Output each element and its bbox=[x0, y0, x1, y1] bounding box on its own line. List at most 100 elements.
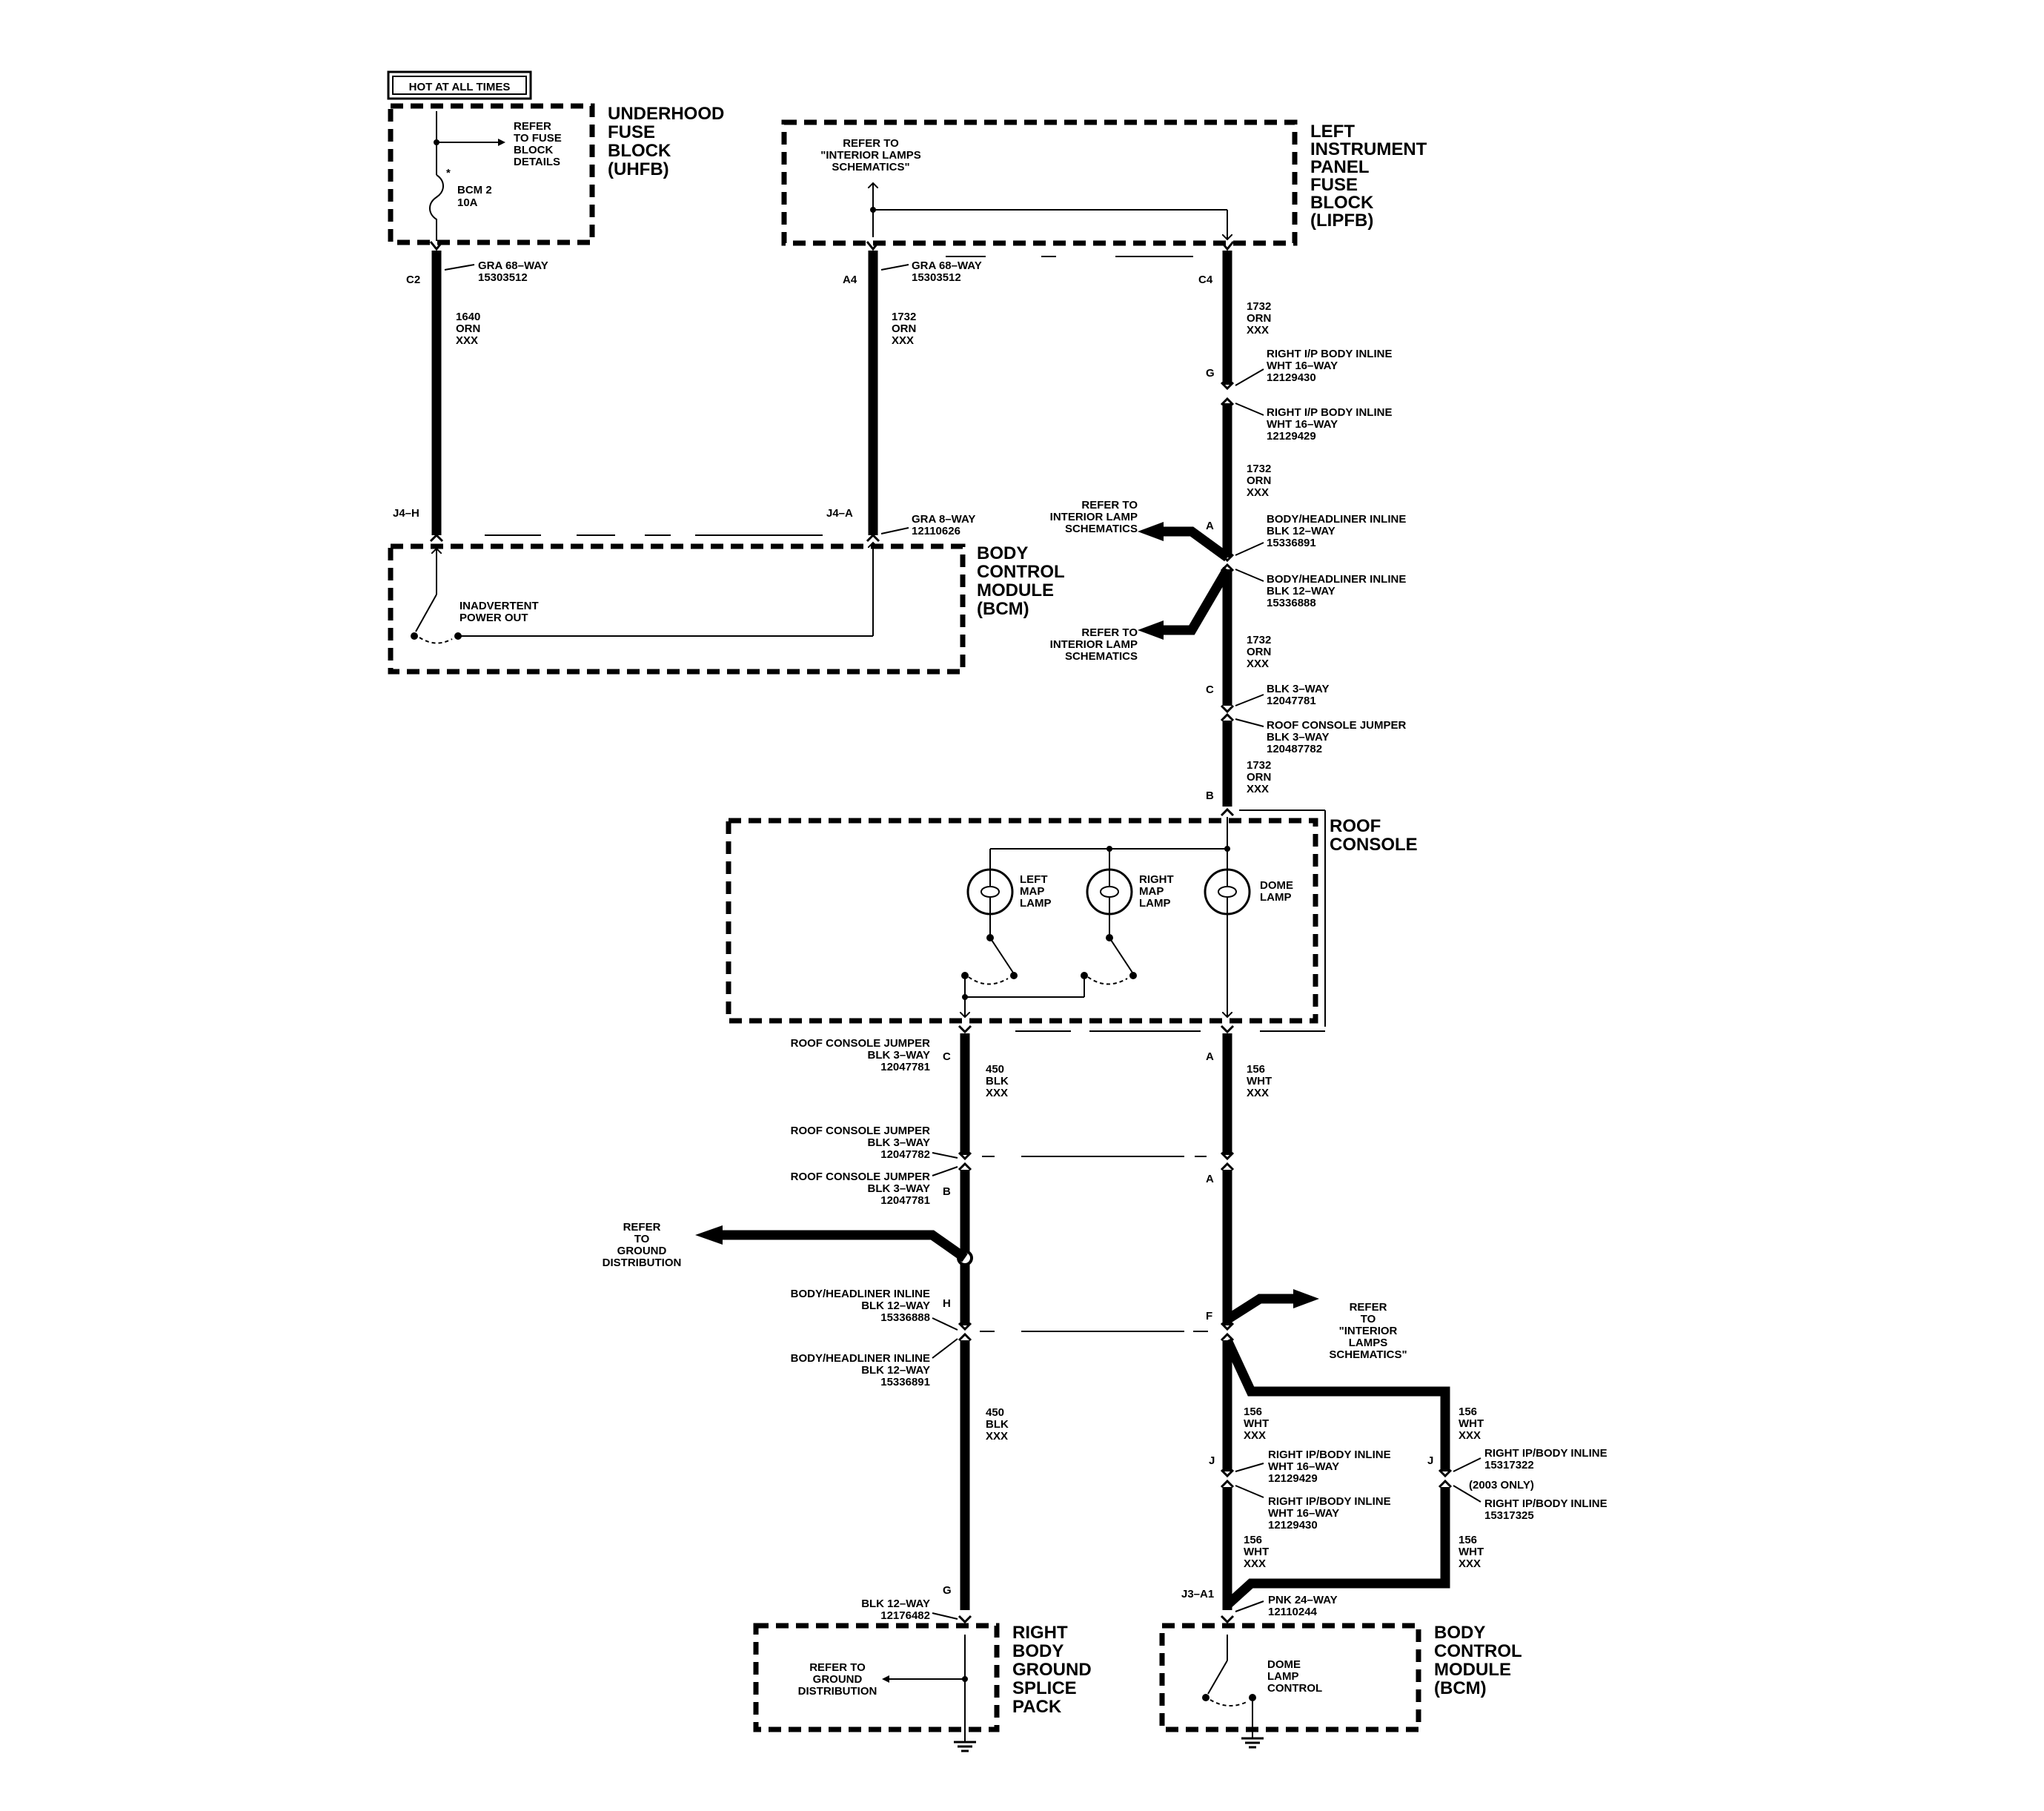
connector-label: 120487782 bbox=[1267, 743, 1322, 755]
wire-1732-color: ORN bbox=[892, 322, 916, 335]
switch-label: CONTROL bbox=[1267, 1682, 1322, 1695]
switch-blade bbox=[989, 937, 1014, 973]
connector-label: WHT 16–WAY bbox=[1267, 360, 1338, 372]
refer-line: SCHEMATICS bbox=[1065, 650, 1138, 663]
pin-a: A bbox=[1206, 1173, 1214, 1185]
bcm-bottom-title-line: MODULE bbox=[1434, 1660, 1511, 1680]
hot-at-all-times-label: HOT AT ALL TIMES bbox=[387, 70, 532, 100]
leader bbox=[1453, 1457, 1481, 1472]
connector-label: BODY/HEADLINER INLINE bbox=[1267, 573, 1406, 586]
connector-label: BLK 12–WAY bbox=[861, 1598, 930, 1610]
switch-label: LAMP bbox=[1267, 1670, 1299, 1683]
switch-contact bbox=[1010, 972, 1018, 979]
connector-b-mark bbox=[1220, 807, 1235, 817]
inline-connector-a bbox=[1220, 1151, 1235, 1171]
dome-lamp-icon bbox=[1204, 868, 1251, 916]
connector-label: 12047782 bbox=[880, 1148, 930, 1161]
inline-connector-j-left bbox=[1220, 1469, 1235, 1489]
connector-label: ROOF CONSOLE JUMPER bbox=[791, 1171, 931, 1183]
branch-a-arrow bbox=[1138, 522, 1164, 541]
wire-label: BLK bbox=[986, 1075, 1009, 1087]
splice-title-line: GROUND bbox=[1012, 1660, 1092, 1680]
connector-a-mark bbox=[1220, 1024, 1235, 1034]
uhfb-refer-line: DETAILS bbox=[514, 156, 560, 168]
connector-label: 12047781 bbox=[1267, 695, 1316, 707]
bcm-bottom-title: BODY CONTROL MODULE (BCM) bbox=[1434, 1623, 1522, 1698]
lipfb-refer-line: "INTERIOR LAMPS bbox=[820, 149, 920, 162]
wire-label: WHT bbox=[1459, 1546, 1484, 1558]
pin-b: B bbox=[1206, 789, 1214, 802]
refer-line: REFER bbox=[623, 1221, 661, 1234]
switch-blade bbox=[1207, 1660, 1228, 1695]
lamp-label: DOME bbox=[1260, 879, 1293, 892]
wire-label: XXX bbox=[986, 1430, 1008, 1443]
wire-1640-color: ORN bbox=[456, 322, 480, 335]
uhfb-refer-line: BLOCK bbox=[514, 144, 553, 156]
pin-b: B bbox=[943, 1185, 951, 1198]
connector-j4h-mark bbox=[429, 533, 444, 543]
connector-label: 12129430 bbox=[1268, 1519, 1318, 1532]
wire-label: WHT bbox=[1247, 1075, 1272, 1087]
ground-branch-arrow bbox=[695, 1225, 723, 1245]
lipfb-refer-line: SCHEMATICS" bbox=[832, 161, 909, 173]
switch-dash bbox=[1087, 976, 1128, 985]
wire-label: XXX bbox=[1247, 324, 1269, 337]
connector-label: RIGHT I/P BODY INLINE bbox=[1267, 406, 1392, 419]
bcm-top-title-line: CONTROL bbox=[977, 562, 1065, 582]
lipfb-title-line: BLOCK bbox=[1310, 193, 1374, 213]
connector-label: ROOF CONSOLE JUMPER bbox=[1267, 719, 1407, 732]
connector-label: BODY/HEADLINER INLINE bbox=[791, 1352, 930, 1365]
refer-interior-lower: REFER TO "INTERIOR LAMPS SCHEMATICS" bbox=[1329, 1301, 1407, 1361]
inline-connector-c bbox=[1220, 704, 1235, 722]
lamp-label: RIGHT bbox=[1139, 873, 1174, 886]
pin-j4-a: J4–A bbox=[826, 507, 853, 520]
connector-c-mark bbox=[958, 1024, 972, 1034]
pin-c2: C2 bbox=[406, 274, 420, 286]
ground-splice-title: RIGHT BODY GROUND SPLICE PACK bbox=[1012, 1623, 1092, 1717]
connector-partno: 15303512 bbox=[478, 271, 528, 284]
inline-connector-j-right bbox=[1438, 1469, 1453, 1489]
wire-label: WHT bbox=[1244, 1417, 1269, 1430]
inline-connector-h bbox=[958, 1322, 972, 1342]
pin-c: C bbox=[1206, 683, 1214, 696]
connector-label: BLK 3–WAY bbox=[868, 1049, 930, 1062]
right-map-lamp-icon bbox=[1086, 868, 1133, 916]
connector-g-mark bbox=[958, 1615, 972, 1624]
uhfb-title-line: (UHFB) bbox=[608, 159, 669, 179]
lipfb-title: LEFT INSTRUMENT PANEL FUSE BLOCK (LIPFB) bbox=[1310, 122, 1427, 231]
splice-title-line: SPLICE bbox=[1012, 1678, 1077, 1698]
refer-line: REFER TO bbox=[809, 1661, 866, 1674]
leader bbox=[932, 1612, 958, 1620]
wire-label: XXX bbox=[1459, 1429, 1481, 1442]
lipfb-title-line: FUSE bbox=[1310, 175, 1358, 195]
bcm-top-title-line: (BCM) bbox=[977, 599, 1029, 619]
wire-label: 1732 bbox=[1247, 463, 1271, 475]
pin-c4: C4 bbox=[1198, 274, 1213, 286]
pin-g: G bbox=[943, 1584, 952, 1597]
refer-line: INTERIOR LAMP bbox=[1050, 511, 1138, 523]
switch-label: INADVERTENT bbox=[459, 600, 539, 612]
connector-label: WHT 16–WAY bbox=[1268, 1460, 1339, 1473]
leader bbox=[1235, 368, 1264, 386]
wire-label: 156 bbox=[1459, 1406, 1477, 1418]
wire-label: BLK bbox=[986, 1418, 1009, 1431]
lipfb-title-line: INSTRUMENT bbox=[1310, 139, 1427, 159]
lamp-label: LAMP bbox=[1139, 897, 1171, 910]
lamp-label: LEFT bbox=[1020, 873, 1048, 886]
connector-c4-mark bbox=[1220, 241, 1235, 251]
uhfb-title-line: UNDERHOOD bbox=[608, 104, 724, 124]
connector-a4-mark bbox=[866, 241, 880, 251]
wire-1732-gauge: XXX bbox=[892, 334, 914, 347]
wire-label: 1732 bbox=[1247, 300, 1271, 313]
connector-label: BLK 3–WAY bbox=[1267, 731, 1329, 744]
uhfb-refer-line: REFER bbox=[514, 120, 551, 133]
pin-c: C bbox=[943, 1050, 951, 1063]
wire-label: 156 bbox=[1247, 1063, 1265, 1076]
wire-1640-label: 1640 bbox=[456, 311, 480, 323]
leader bbox=[932, 1317, 958, 1331]
wire-label: XXX bbox=[1247, 658, 1269, 670]
ground-branch bbox=[719, 1230, 968, 1262]
switch-contact bbox=[1129, 972, 1137, 979]
uhfb-title-line: FUSE bbox=[608, 122, 655, 142]
refer-line: REFER TO bbox=[1081, 499, 1138, 511]
